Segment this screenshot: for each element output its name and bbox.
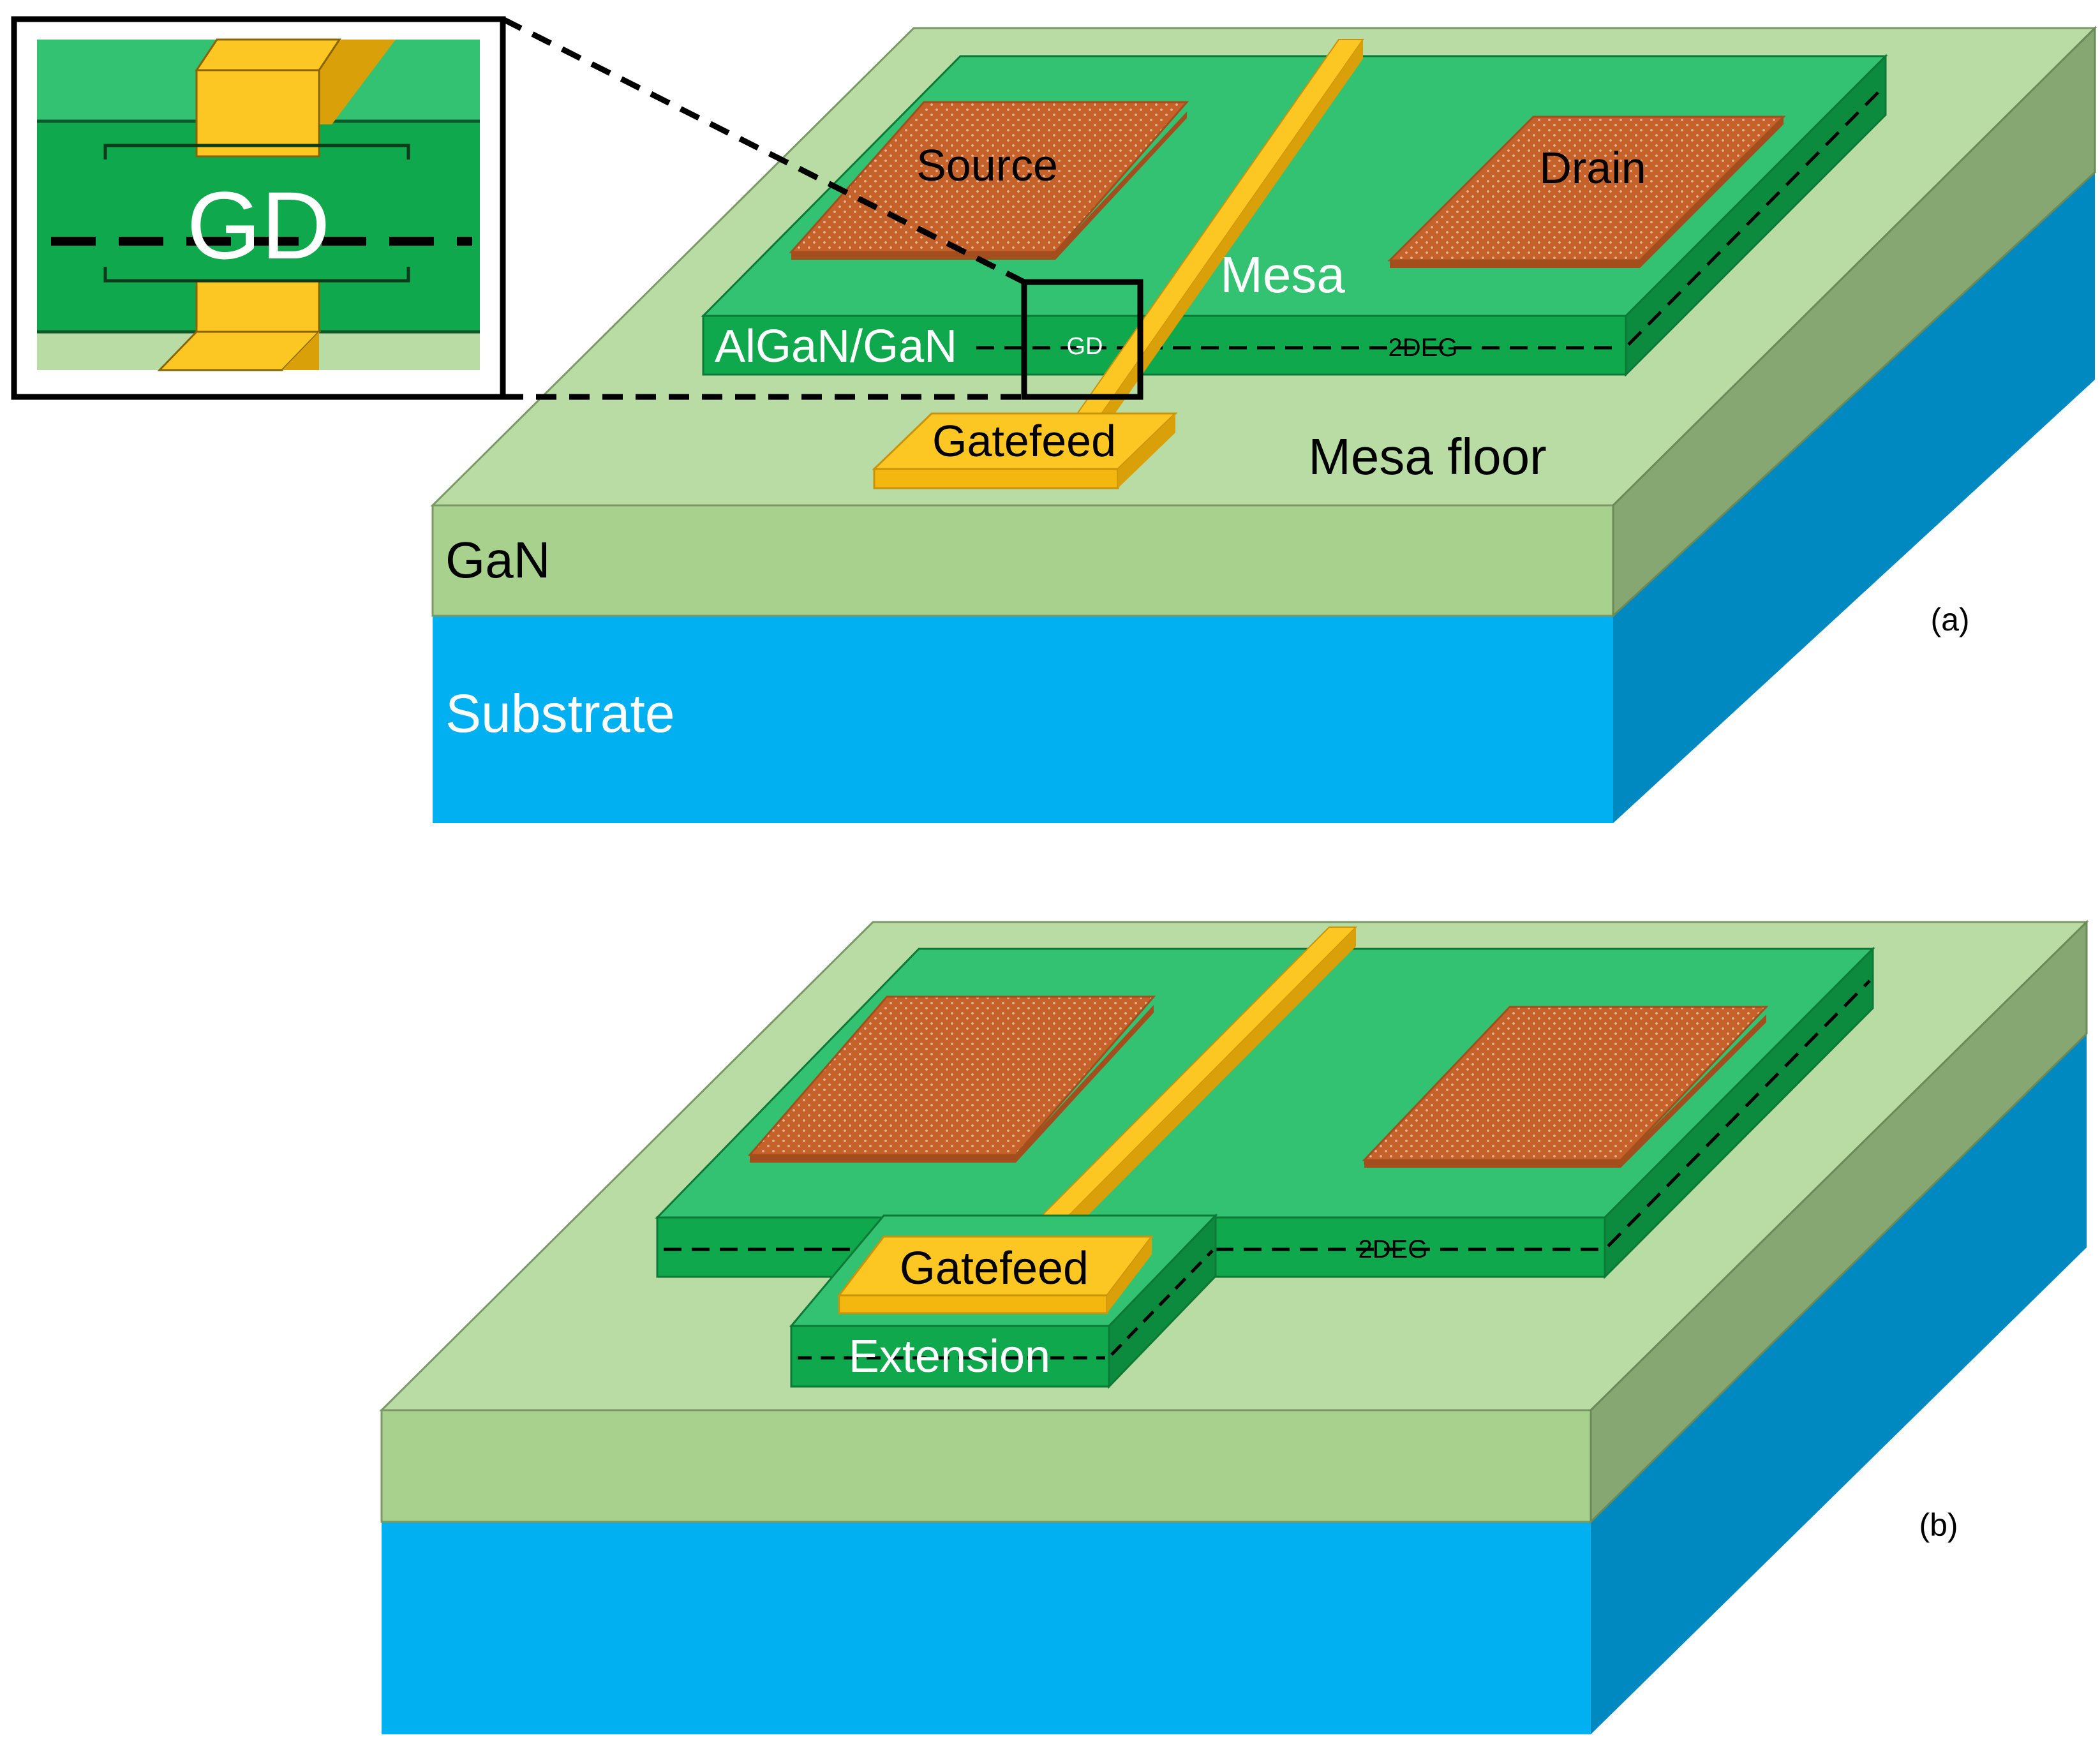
panel-b: Extension Gatefeed 2DEG (b) <box>379 919 2089 1734</box>
gan-label-a: GaN <box>445 532 551 588</box>
gatefeed-pad-side-a <box>1118 413 1175 488</box>
drain-pad-b <box>1362 1006 1769 1168</box>
source-pad-b <box>747 995 1156 1163</box>
gan-side-b <box>1590 919 2088 1524</box>
gatefeed-pad-a: Gatefeed <box>872 412 1178 489</box>
mesa-side-b <box>1604 946 1874 1279</box>
gate-side-a <box>1096 40 1363 440</box>
inset-gate-diagonal-top <box>319 40 396 124</box>
source-pad-b-top <box>747 995 1156 1156</box>
substrate-side-b <box>1591 1034 2087 1734</box>
drain-pad-b-top <box>1362 1006 1769 1161</box>
inset-gate-lower-side <box>282 332 319 370</box>
panel-a: Source Drain Gatefeed GD Mesa 2DEG AlGaN… <box>430 26 2097 823</box>
gan-front-b <box>380 1409 1592 1523</box>
gatefeed-pad-front-a <box>873 468 1119 489</box>
extension-twodeg-side <box>1110 1249 1214 1356</box>
gd-marker-label: GD <box>1067 333 1103 360</box>
gatefeed-pad-front-b <box>838 1294 1108 1314</box>
source-pad-edge <box>791 112 1187 260</box>
twodeg-line-side-a <box>1627 87 1884 346</box>
gan-side-a <box>1612 26 2096 618</box>
inset-gate-upper <box>195 69 320 158</box>
twodeg-label-a: 2DEG <box>1389 334 1458 362</box>
gatefeed-label-b: Gatefeed <box>900 1243 1089 1294</box>
heterostructure-label: AlGaN/GaN <box>715 321 957 372</box>
gatefeed-label-a: Gatefeed <box>932 416 1116 466</box>
extension-label: Extension <box>849 1331 1050 1382</box>
substrate-block-b <box>382 1034 2087 1734</box>
drain-pad: Drain <box>1387 115 1786 268</box>
drain-label: Drain <box>1539 143 1646 193</box>
panel-a-tag: (a) <box>1930 602 1969 637</box>
gd-zoom-box <box>1021 279 1143 400</box>
inset-gate-lower <box>195 279 320 333</box>
zoom-connectors <box>501 16 1026 400</box>
gan-front-a <box>431 504 1614 617</box>
panel-b-tag: (b) <box>1919 1507 1958 1543</box>
substrate-side-a <box>1613 172 2095 823</box>
source-label: Source <box>916 140 1058 190</box>
substrate-label-a: Substrate <box>445 683 675 743</box>
inset-gd-bracket <box>103 144 410 283</box>
gatefeed-pad-side-b <box>1107 1237 1152 1313</box>
substrate-front-a <box>433 616 1613 823</box>
mesa-label: Mesa <box>1220 246 1345 303</box>
gatefeed-pad-b: Gatefeed <box>837 1235 1154 1314</box>
substrate-block-a <box>433 172 2095 823</box>
substrate-front-b <box>382 1522 1591 1734</box>
inset-gate-upper-cap <box>195 38 341 71</box>
mesa-floor-label: Mesa floor <box>1308 428 1546 485</box>
gd-inset: GD <box>11 16 506 400</box>
drain-pad-top <box>1387 115 1786 262</box>
twodeg-label-b: 2DEG <box>1359 1235 1428 1263</box>
twodeg-line-side-b <box>1607 979 1871 1247</box>
inset-gd-label: GD <box>187 172 331 279</box>
gate-side-b <box>1046 927 1356 1257</box>
